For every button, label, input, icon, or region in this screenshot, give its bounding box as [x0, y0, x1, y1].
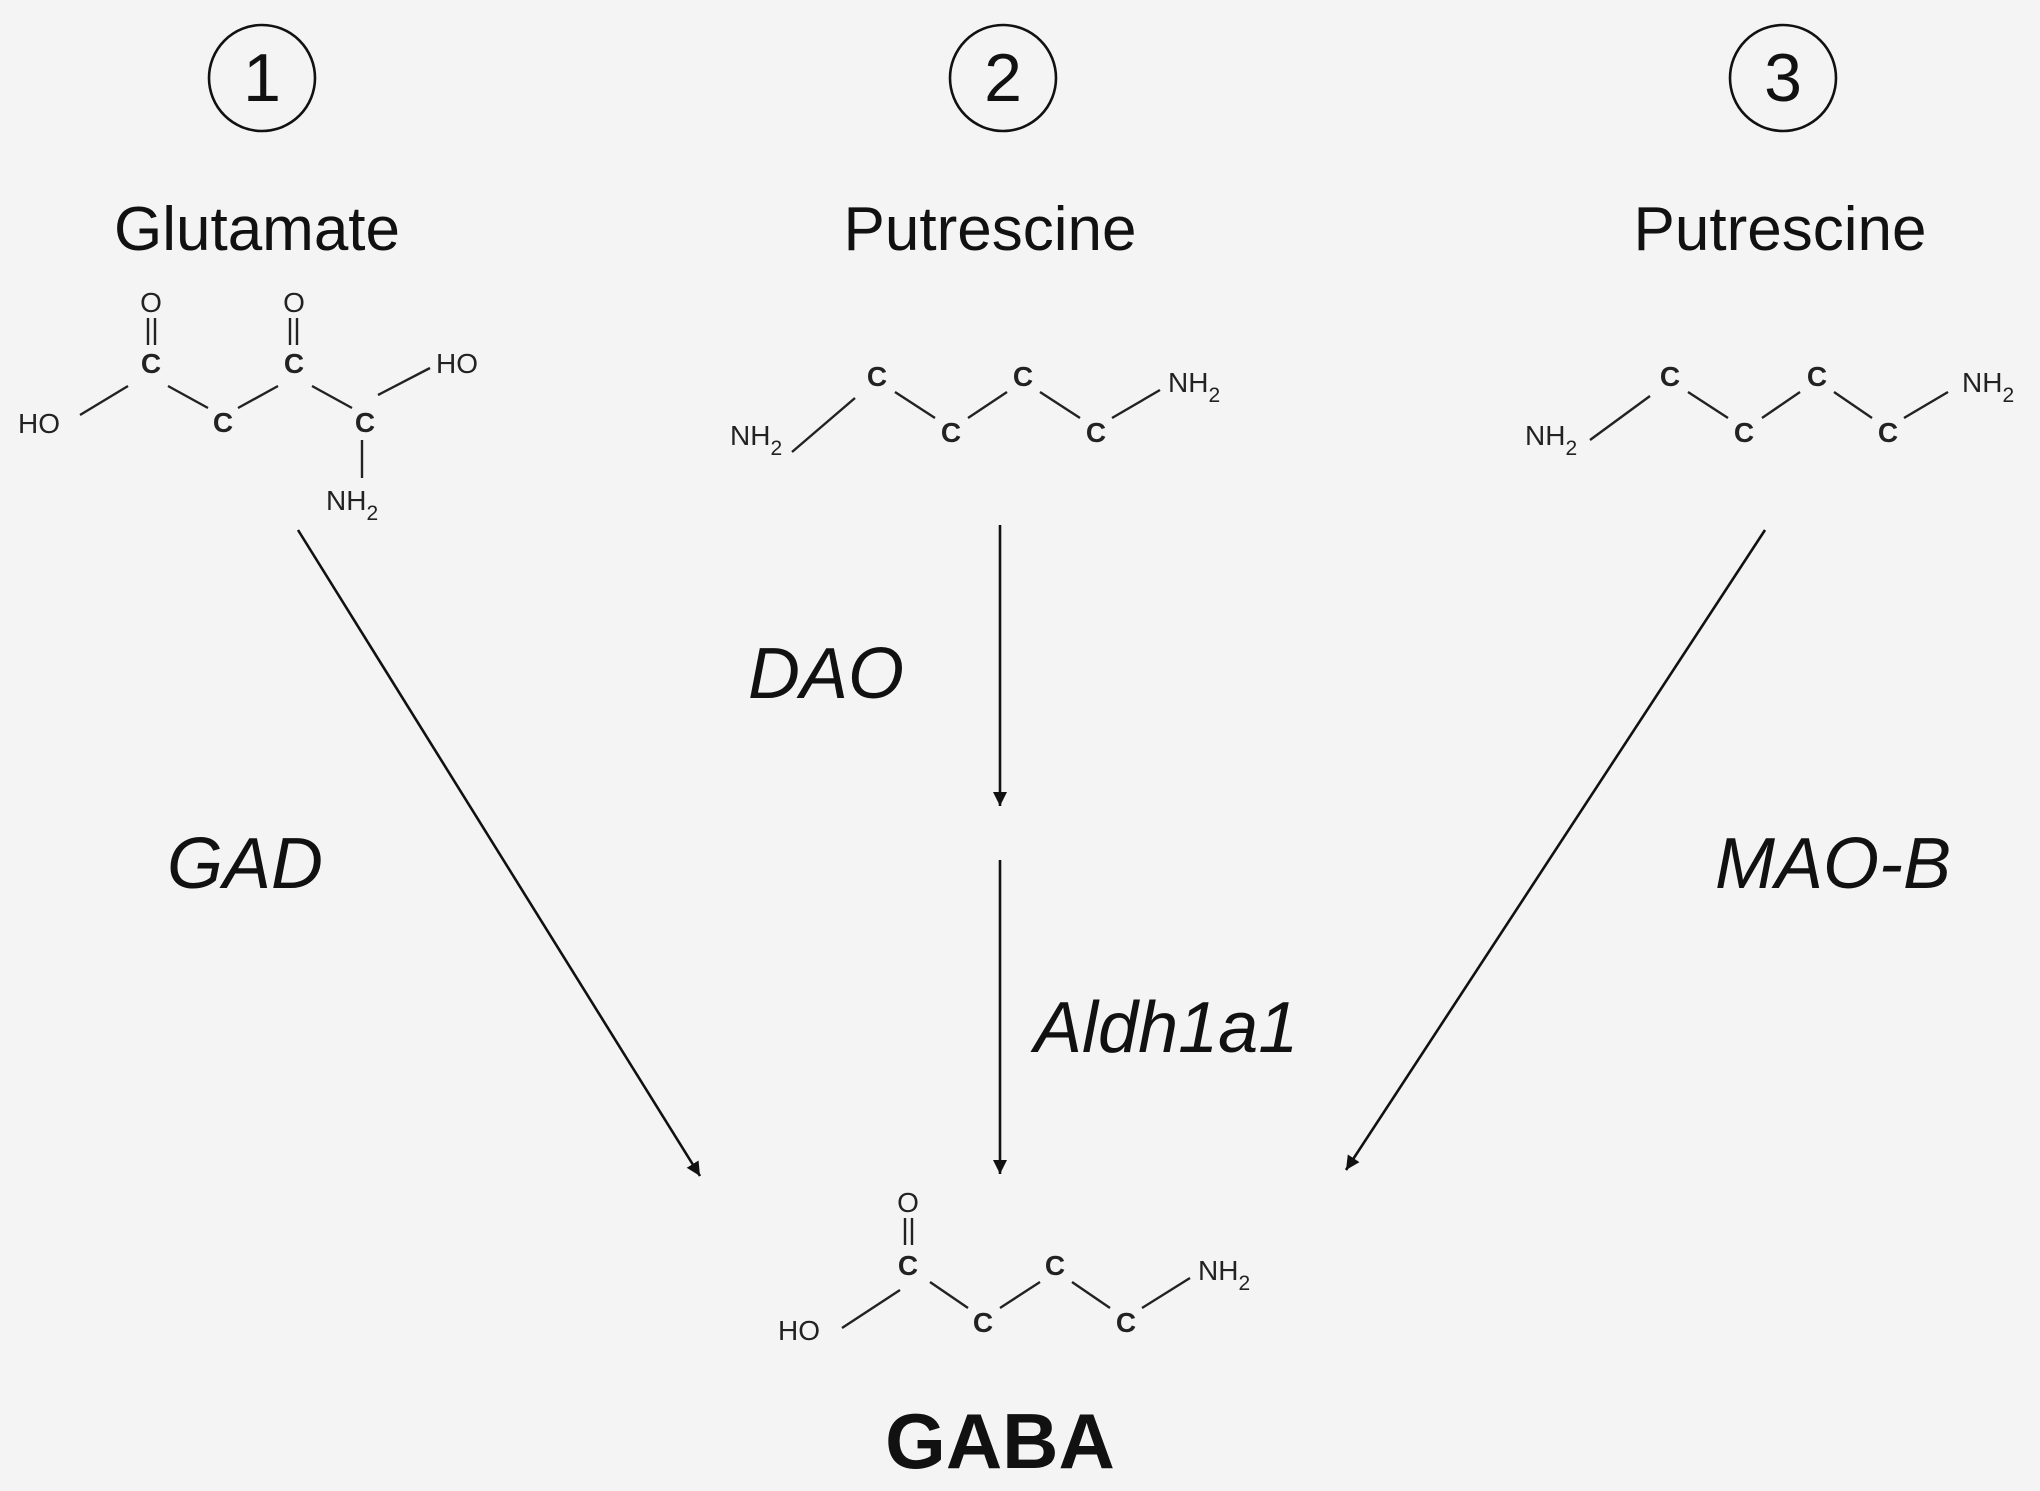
- putrescine-carbon: C: [941, 417, 961, 448]
- gaba-structure: HO C O C C C NH2: [778, 1187, 1250, 1346]
- pathway-3-number-circle: [1728, 23, 1838, 133]
- enzyme-mao-b: MAO-B: [1715, 824, 1951, 904]
- putrescine-structure: NH2 C C C C NH2: [1525, 361, 2014, 460]
- product-label: GABA: [885, 1397, 1115, 1485]
- pathway-2-number-circle: [948, 23, 1058, 133]
- glutamate-oxygen: O: [283, 287, 305, 318]
- mao-b-arrow: [1344, 529, 1767, 1171]
- glutamate-oxygen: O: [140, 287, 162, 318]
- putrescine-structure: NH2 C C C C NH2: [730, 361, 1220, 460]
- putrescine-amine-right: NH2: [1168, 367, 1220, 407]
- gad-arrow: [296, 529, 702, 1177]
- putrescine-carbon: C: [1013, 361, 1033, 392]
- enzyme-gad: GAD: [167, 824, 323, 904]
- pathway-3-number: 3: [1764, 40, 1802, 116]
- glutamate-ho-right: HO: [436, 348, 478, 379]
- pathway-3: 3 Putrescine NH2 C C C C NH2 MAO-B: [1344, 23, 2014, 1171]
- gaba-carbon: C: [898, 1250, 918, 1281]
- putrescine-carbon: C: [1086, 417, 1106, 448]
- putrescine-amine-right: NH2: [1962, 367, 2014, 407]
- glutamate-carbon: C: [141, 348, 161, 379]
- putrescine-carbon: C: [1878, 417, 1898, 448]
- gaba-amine: NH2: [1198, 1255, 1250, 1295]
- pathway-1: 1 Glutamate HO C O C C O C HO NH2 GAD: [18, 23, 702, 1177]
- putrescine-amine-left: NH2: [730, 420, 782, 460]
- putrescine-carbon: C: [1660, 361, 1680, 392]
- putrescine-carbon: C: [1734, 417, 1754, 448]
- gaba-ho: HO: [778, 1315, 820, 1346]
- pathway-2-substrate: Putrescine: [844, 195, 1137, 264]
- enzyme-aldh1a1: Aldh1a1: [1030, 988, 1298, 1068]
- glutamate-carbon: C: [355, 407, 375, 438]
- enzyme-dao: DAO: [748, 634, 904, 714]
- pathway-1-number-circle: [207, 23, 317, 133]
- gaba-oxygen: O: [897, 1187, 919, 1218]
- pathway-3-substrate: Putrescine: [1634, 195, 1927, 264]
- glutamate-carbon: C: [213, 407, 233, 438]
- glutamate-structure: HO C O C C O C HO NH2: [18, 287, 478, 525]
- putrescine-carbon: C: [1807, 361, 1827, 392]
- gaba-carbon: C: [973, 1307, 993, 1338]
- gaba-carbon: C: [1045, 1250, 1065, 1281]
- glutamate-carbon: C: [284, 348, 304, 379]
- pathway-1-number: 1: [243, 40, 281, 116]
- pathway-2-number: 2: [984, 40, 1022, 116]
- putrescine-carbon: C: [867, 361, 887, 392]
- glutamate-ho-left: HO: [18, 408, 60, 439]
- putrescine-amine-left: NH2: [1525, 420, 1577, 460]
- glutamate-amine: NH2: [326, 485, 378, 525]
- pathway-2: 2 Putrescine NH2 C C C C NH2 DAO Aldh1a1: [730, 23, 1298, 1174]
- gaba-carbon: C: [1116, 1307, 1136, 1338]
- pathway-1-substrate: Glutamate: [114, 195, 400, 264]
